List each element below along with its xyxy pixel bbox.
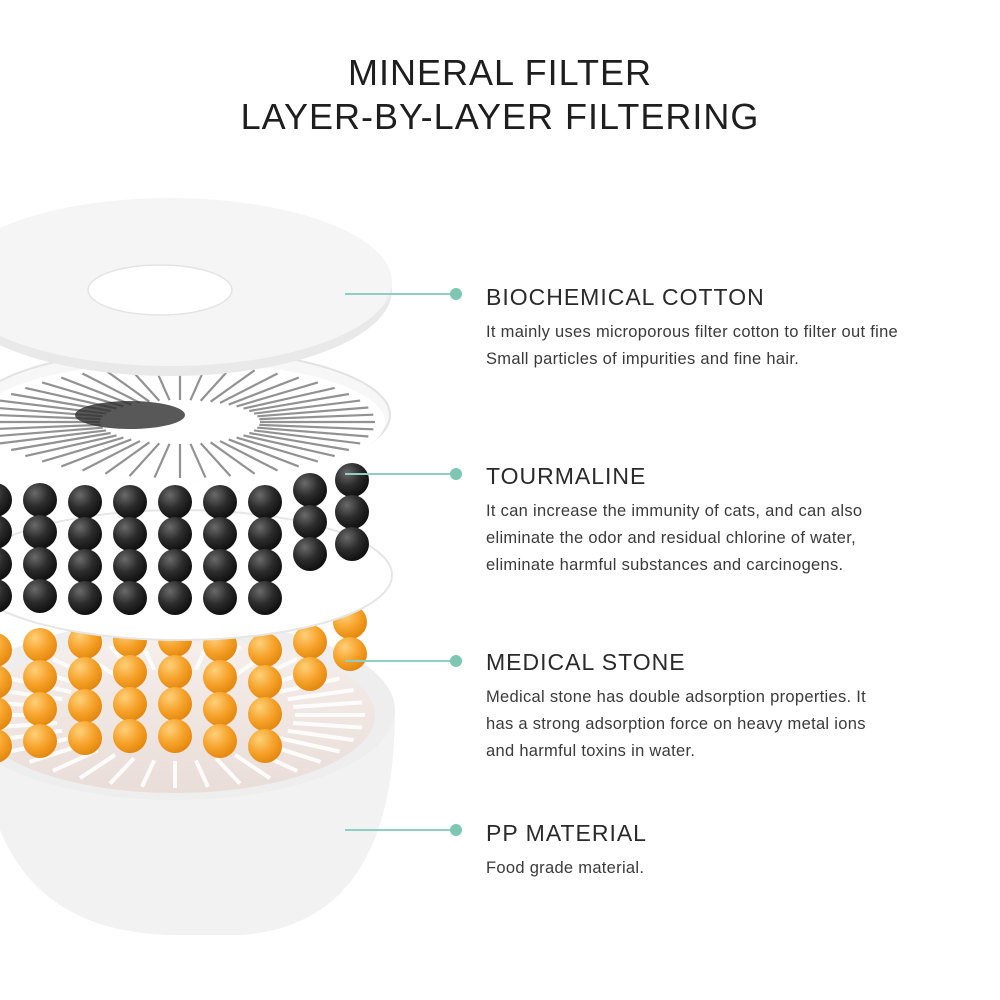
layer-desc-line: and harmful toxins in water.	[486, 742, 696, 760]
tourmaline-ball	[23, 579, 57, 613]
layer-pp-material: PP MATERIAL Food grade material.	[486, 820, 1000, 882]
tourmaline-ball	[248, 485, 282, 519]
filter-layers-illustration	[0, 198, 395, 935]
tourmaline-plate	[0, 509, 393, 641]
tourmaline-ball	[293, 473, 327, 507]
tourmaline-ball	[23, 515, 57, 549]
tourmaline-ball	[248, 581, 282, 615]
tourmaline-ball	[68, 581, 102, 615]
tourmaline-ball	[158, 485, 192, 519]
biochemical-cotton-disc	[0, 198, 392, 376]
layer-desc-line: Food grade material.	[486, 859, 645, 877]
tourmaline-ball	[0, 579, 12, 613]
medical-stone-ball	[68, 689, 102, 723]
medical-stone-ball	[293, 625, 327, 659]
tourmaline-ball	[113, 581, 147, 615]
layer-biochemical-cotton: BIOCHEMICAL COTTON It mainly uses microp…	[486, 284, 1000, 373]
connector-line-tourmaline	[345, 473, 455, 475]
medical-stone-ball	[0, 633, 12, 667]
medical-stone-ball	[333, 637, 367, 671]
tourmaline-ball	[0, 547, 12, 581]
medical-stone-ball	[248, 697, 282, 731]
medical-stone-ball	[23, 724, 57, 758]
layer-desc-line: has a strong adsorption force on heavy m…	[486, 715, 866, 733]
layer-desc-line: Medical stone has double adsorption prop…	[486, 688, 867, 706]
tourmaline-ball	[335, 495, 369, 529]
pp-material-bowl	[0, 620, 395, 935]
layer-desc-line: It mainly uses microporous filter cotton…	[486, 323, 899, 341]
medical-stone-balls	[0, 573, 367, 763]
page-title-line-2: LAYER-BY-LAYER FILTERING	[240, 96, 760, 137]
tourmaline-ball	[0, 483, 12, 517]
medical-stone-ball	[68, 657, 102, 691]
medical-stone-ball	[113, 719, 147, 753]
tourmaline-ball	[158, 581, 192, 615]
layer-desc-line: Small particles of impurities and fine h…	[486, 350, 800, 368]
tourmaline-ball	[0, 515, 12, 549]
medical-stone-ball	[203, 660, 237, 694]
connector-dot-medical-stone	[450, 655, 462, 667]
layer-title: BIOCHEMICAL COTTON	[486, 284, 765, 310]
medical-stone-ball	[0, 729, 12, 763]
tourmaline-ball	[203, 485, 237, 519]
tourmaline-ball	[23, 483, 57, 517]
grille-plate	[0, 348, 391, 482]
layer-desc-line: eliminate the odor and residual chlorine…	[486, 529, 856, 547]
medical-stone-ball	[23, 660, 57, 694]
connector-line-medical-stone	[345, 660, 455, 662]
medical-stone-ball	[0, 697, 12, 731]
tourmaline-ball	[248, 517, 282, 551]
tourmaline-ball	[248, 549, 282, 583]
medical-stone-ball	[203, 724, 237, 758]
medical-stone-ball	[158, 655, 192, 689]
layer-title: PP MATERIAL	[486, 820, 647, 846]
tourmaline-ball	[335, 463, 369, 497]
connector-dot-tourmaline	[450, 468, 462, 480]
tourmaline-ball	[68, 549, 102, 583]
tourmaline-ball	[335, 527, 369, 561]
connector-dot-pp	[450, 824, 462, 836]
tourmaline-balls	[0, 463, 369, 615]
page-title-line-1: MINERAL FILTER	[347, 52, 653, 93]
medical-stone-ball	[68, 721, 102, 755]
layer-title: TOURMALINE	[486, 463, 647, 489]
tourmaline-ball	[113, 485, 147, 519]
tourmaline-ball	[68, 517, 102, 551]
tourmaline-ball	[68, 485, 102, 519]
medical-stone-ball	[23, 628, 57, 662]
tourmaline-ball	[113, 549, 147, 583]
medical-stone-ball	[158, 687, 192, 721]
medical-stone-ball	[158, 719, 192, 753]
medical-stone-ball	[293, 657, 327, 691]
connector-line-pp	[345, 829, 455, 831]
layer-title: MEDICAL STONE	[486, 649, 686, 675]
connector-line-cotton	[345, 293, 455, 295]
tourmaline-ball	[203, 581, 237, 615]
tourmaline-ball	[203, 517, 237, 551]
tourmaline-ball	[293, 505, 327, 539]
medical-stone-ball	[113, 655, 147, 689]
layer-desc-line: eliminate harmful substances and carcino…	[486, 556, 844, 574]
tourmaline-ball	[293, 537, 327, 571]
tourmaline-ball	[23, 547, 57, 581]
tourmaline-ball	[203, 549, 237, 583]
tourmaline-ball	[113, 517, 147, 551]
connector-dot-cotton	[450, 288, 462, 300]
medical-stone-ball	[203, 692, 237, 726]
layer-tourmaline: TOURMALINE It can increase the immunity …	[486, 463, 1000, 579]
medical-stone-ball	[113, 687, 147, 721]
medical-stone-ball	[248, 633, 282, 667]
medical-stone-ball	[23, 692, 57, 726]
tourmaline-ball	[158, 517, 192, 551]
medical-stone-ball	[248, 665, 282, 699]
layer-medical-stone: MEDICAL STONE Medical stone has double a…	[486, 649, 1000, 765]
medical-stone-ball	[0, 665, 12, 699]
tourmaline-ball	[158, 549, 192, 583]
layer-desc-line: It can increase the immunity of cats, an…	[486, 502, 863, 520]
medical-stone-ball	[248, 729, 282, 763]
